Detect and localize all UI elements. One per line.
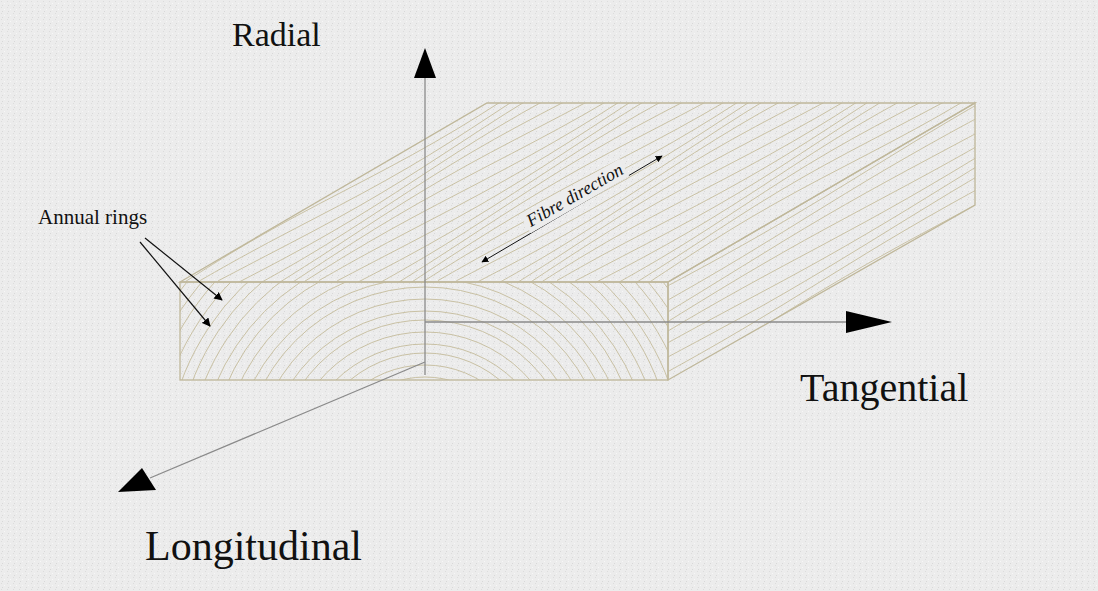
board-outline [180, 103, 975, 380]
callout-label: Annual rings [38, 206, 147, 229]
axes [150, 68, 850, 478]
axis-arrowheads [118, 48, 892, 492]
annual-ring-lines [180, 282, 668, 380]
fibre-direction-label: Fibre direction [521, 159, 630, 233]
axis-label: Radial [232, 16, 321, 53]
axis-label: Longitudinal [145, 523, 362, 569]
axis-label: Tangential [800, 366, 968, 410]
top-grain-lines [120, 75, 1003, 284]
fibre-direction-arrow [482, 156, 662, 262]
annual-rings-leaders [140, 238, 222, 326]
side-grain-lines [660, 97, 990, 389]
